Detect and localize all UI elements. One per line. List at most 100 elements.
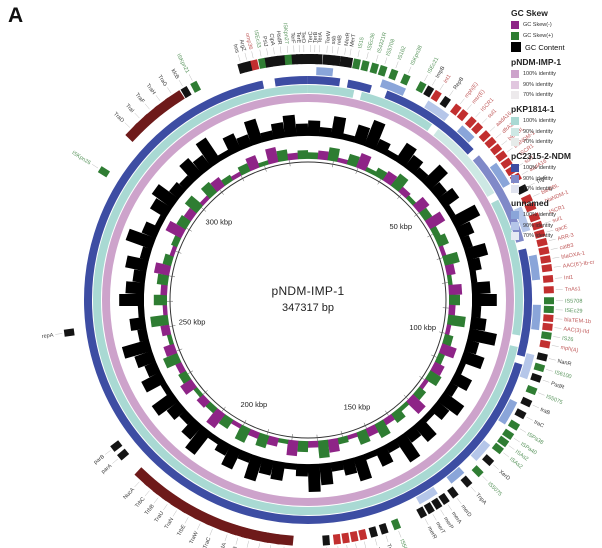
gene-block [533,362,546,373]
legend-swatch [511,70,519,78]
gene-block [536,352,548,362]
gc-skew-bar [193,386,204,398]
gene-leader-line [432,514,437,521]
legend-group-title: GC Skew [511,8,548,18]
gene-leader-line [555,318,563,320]
gc-content-bar [374,444,394,467]
gene-block [530,372,542,383]
legend-item: 100% identity [511,70,601,78]
gene-label: blaTEM-1b [564,317,591,325]
gene-label: TerF [289,32,296,44]
gene-label: merD [459,504,472,518]
gene-leader-line [235,537,239,545]
gc-content-bar [185,425,212,455]
gene-label: ClpA [268,33,276,46]
gc-content-bar [330,116,347,140]
gene-leader-line [551,345,559,347]
identity-segment [384,90,474,155]
gene-block [514,408,527,420]
gene-leader-line [364,541,367,548]
identity-segment [456,125,475,143]
gc-content-bar [467,328,497,346]
gene-block [416,506,428,519]
gene-leader-line [270,545,271,548]
gene-leader-line [432,79,436,86]
gene-block [369,62,380,75]
legend-item: 70% identity [511,232,601,240]
gene-block [528,212,541,223]
legend-swatch [511,117,519,125]
identity-ring-pNDM-IMP-1 [102,94,514,506]
gene-label: ISEc36 [367,33,377,52]
gc-skew-bar [277,437,289,445]
gene-leader-line [503,452,510,458]
gene-label: hns [232,44,240,54]
gene-block [190,80,202,93]
gene-leader-line [197,523,201,530]
identity-segment [274,76,308,87]
gc-content-bar [449,204,481,229]
gene-leader-line [540,212,548,216]
gc-skew-bar [390,173,409,193]
gc-skew-bar [337,157,349,165]
gene-block [525,384,538,396]
gene-leader-line [385,535,389,543]
legend-swatch [511,31,519,40]
gc-skew-bar [346,432,358,440]
gene-leader-line [533,193,540,197]
legend-item-label: 100% identity [523,71,557,77]
gene-leader-line [532,404,540,409]
gene-leader-line [355,543,357,548]
scale-tick [439,331,446,334]
gc-content-bar [363,119,386,151]
gc-content-bar [270,122,286,140]
gene-leader-line [224,534,228,542]
scale-tick [419,376,425,380]
gc-skew-bar [382,171,398,187]
gene-block [117,448,130,461]
gene-leader-line [482,476,488,482]
gene-block [490,143,503,156]
gc-skew-bar [327,437,340,453]
gc-content-bar [282,114,297,138]
gc-skew-bar [390,407,406,424]
identity-segment [470,440,491,462]
gc-skew-bar [424,370,442,387]
scale-tick [169,325,176,327]
gene-block [439,95,452,109]
gene-leader-line [424,74,428,82]
identity-segment [424,100,450,122]
legend-item-label: 70% identity [523,92,553,98]
gene-block [431,497,443,510]
gc-content-bar [469,270,478,284]
gene-leader-line [155,95,161,102]
gene-block [447,486,459,499]
gc-skew-bar [355,153,372,172]
gc-content-bar [237,449,253,463]
gc-skew-bar [221,174,234,187]
gene-label: PsiJ [261,36,269,47]
gc-skew-bar [206,407,226,429]
gene-label: IS15 [358,37,366,49]
gc-skew-bar [287,152,299,161]
gene-block [219,520,240,536]
gene-label: blaOXA-1 [561,251,586,261]
gene-label: ISKpn38 [410,45,424,67]
gc-skew-bar [184,195,204,214]
gene-leader-line [552,256,560,259]
gc-content-bar [437,187,460,209]
legend-group-title: unnamed [511,198,549,208]
legend-item: GC Skew(-) [511,21,601,29]
gene-block [358,529,368,541]
identity-segment [415,486,438,505]
gene-block [332,533,342,545]
gc-content-bar [141,371,167,393]
identity-segment [446,466,465,484]
legend-swatch [511,91,519,99]
gene-block [344,56,354,68]
scale-tick [266,429,269,435]
gc-content-bar [330,460,345,472]
gene-leader-line [493,464,499,470]
